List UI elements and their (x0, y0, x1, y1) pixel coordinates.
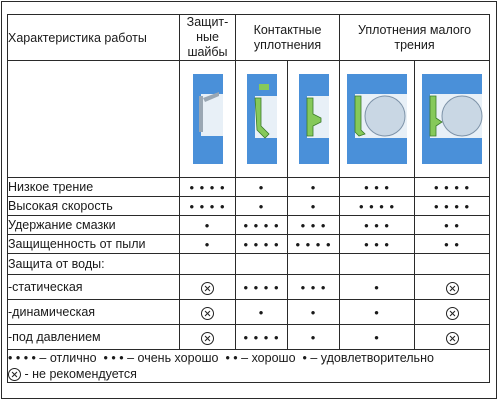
not-recommended-cell (179, 324, 236, 350)
low-friction-seal-diagram-1 (339, 60, 416, 178)
not-recommended-icon (445, 331, 459, 345)
rating-cell: • (286, 177, 341, 197)
legend-line-2: - не рекомендуется (8, 366, 489, 382)
rating-cell: • • • • (414, 177, 491, 197)
rating-cell: • • • • (414, 196, 491, 216)
row-label-static: -статическая (7, 274, 180, 300)
legend-not-recommended: - не рекомендуется (24, 367, 137, 381)
not-recommended-cell (414, 324, 491, 350)
table-row: Высокая скорость • • • • • • • • • • • •… (7, 196, 491, 216)
water-protection-title: Защита от воды: (7, 253, 180, 275)
legend-very-good: • • • – очень хорошо (103, 351, 219, 365)
rating-cell: • • • (286, 215, 341, 235)
rating-cell: • • • • (179, 177, 236, 197)
rating-cell: • • (414, 234, 491, 254)
table-row: -динамическая • • • (7, 299, 491, 325)
row-label-high-speed: Высокая скорость (7, 196, 180, 216)
legend-line-1: • • • • – отлично • • • – очень хорошо •… (8, 350, 489, 366)
table-row: Низкое трение • • • • • • • • • • • • • (7, 177, 491, 197)
rating-cell: • • • (339, 215, 416, 235)
row-label-grease-retention: Удержание смазки (7, 215, 180, 235)
legend-excellent: • • • • – отлично (8, 351, 97, 365)
rating-cell: • (235, 177, 288, 197)
rating-cell: • (235, 196, 288, 216)
not-recommended-cell (414, 274, 491, 300)
rating-cell: • (286, 299, 341, 325)
rating-cell: • • • • (235, 274, 288, 300)
row-label-dust-protection: Защищенность от пыли (7, 234, 180, 254)
rating-cell: • (179, 215, 236, 235)
header-characteristic: Характеристика работы (7, 14, 180, 61)
not-recommended-cell (179, 274, 236, 300)
table-row: Удержание смазки • • • • • • • • • • • •… (7, 215, 491, 235)
header-contact-seals: Контактные уплотнения (234, 14, 341, 61)
table-row: -под давлением • • • • • • (7, 324, 491, 350)
legend-satisfactory: • – удовлетворительно (302, 351, 434, 365)
rating-cell: • (339, 324, 416, 350)
header-row: Характеристика работы Защит- ные шайбы К… (7, 14, 491, 61)
water-protection-row: Защита от воды: (7, 253, 491, 275)
shield-washer-diagram (179, 60, 236, 178)
not-recommended-icon (201, 281, 214, 295)
empty-cell (286, 253, 341, 275)
empty-cell (179, 253, 236, 275)
not-recommended-icon (445, 306, 459, 320)
rating-cell: • (179, 234, 236, 254)
legend: • • • • – отлично • • • – очень хорошо •… (6, 349, 491, 383)
row-label-dynamic: -динамическая (7, 299, 180, 325)
rating-cell: • (286, 324, 341, 350)
row-label-pressure: -под давлением (7, 324, 180, 350)
rating-cell: • (235, 299, 288, 325)
image-row-label (7, 60, 180, 178)
rating-cell: • • • (339, 177, 416, 197)
image-row (7, 60, 491, 178)
rating-cell: • • (414, 215, 491, 235)
comparison-table: Характеристика работы Защит- ные шайбы К… (6, 14, 491, 383)
low-friction-seal-diagram-2 (414, 60, 491, 178)
rating-cell: • (339, 274, 416, 300)
rating-cell: • • • (339, 234, 416, 254)
rating-cell: • • • • (235, 215, 288, 235)
rating-cell: • (339, 299, 416, 325)
rating-cell: • (286, 196, 341, 216)
row-label-low-friction: Низкое трение (7, 177, 180, 197)
table-row: Защищенность от пыли • • • • • • • • • •… (7, 234, 491, 254)
not-recommended-cell (414, 299, 491, 325)
legend-good: • • – хорошо (225, 351, 296, 365)
contact-seal-diagram-2 (286, 60, 341, 178)
header-low-friction-seals: Уплотнения малого трения (339, 14, 491, 61)
rating-cell: • • • (286, 274, 341, 300)
rating-cell: • • • • (179, 196, 236, 216)
rating-cell: • • • • (235, 234, 288, 254)
rating-cell: • • • • (235, 324, 288, 350)
not-recommended-icon (201, 331, 214, 345)
not-recommended-icon (201, 306, 214, 320)
empty-cell (339, 253, 416, 275)
legend-row: • • • • – отлично • • • – очень хорошо •… (6, 349, 491, 383)
table-row: -статическая • • • • • • • • (7, 274, 491, 300)
not-recommended-icon (445, 281, 459, 295)
rating-cell: • • • • (286, 234, 341, 254)
empty-cell (235, 253, 288, 275)
not-recommended-icon (8, 368, 21, 382)
header-shield-washers: Защит- ные шайбы (179, 14, 236, 61)
not-recommended-cell (179, 299, 236, 325)
empty-cell (414, 253, 491, 275)
rating-cell: • • • • (339, 196, 416, 216)
contact-seal-diagram-1 (235, 60, 288, 178)
